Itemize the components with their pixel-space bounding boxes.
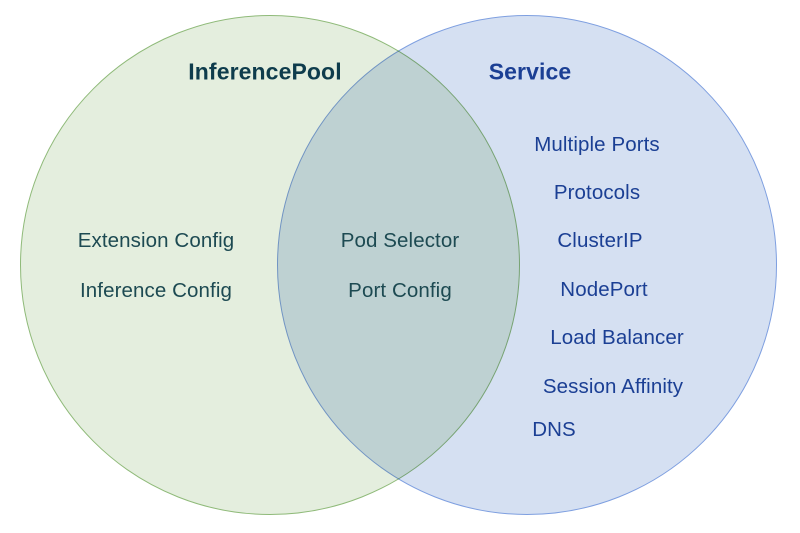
venn-item-service-3: NodePort [560,278,648,301]
venn-title-service: Service [488,58,572,85]
venn-item-shared-1: Port Config [348,279,452,302]
venn-item-service-4: Load Balancer [550,326,684,349]
venn-item-shared-0: Pod Selector [340,229,460,252]
venn-item-service-0: Multiple Ports [534,133,660,156]
venn-item-inferencepool-1: Inference Config [79,279,233,302]
venn-item-service-5: Session Affinity [542,375,684,398]
venn-item-inferencepool-0: Extension Config [77,229,235,252]
venn-circle-service [277,15,777,515]
venn-item-service-2: ClusterIP [557,229,643,252]
venn-item-service-6: DNS [532,418,576,441]
venn-item-service-1: Protocols [553,181,641,204]
venn-title-inferencepool: InferencePool [188,58,342,85]
